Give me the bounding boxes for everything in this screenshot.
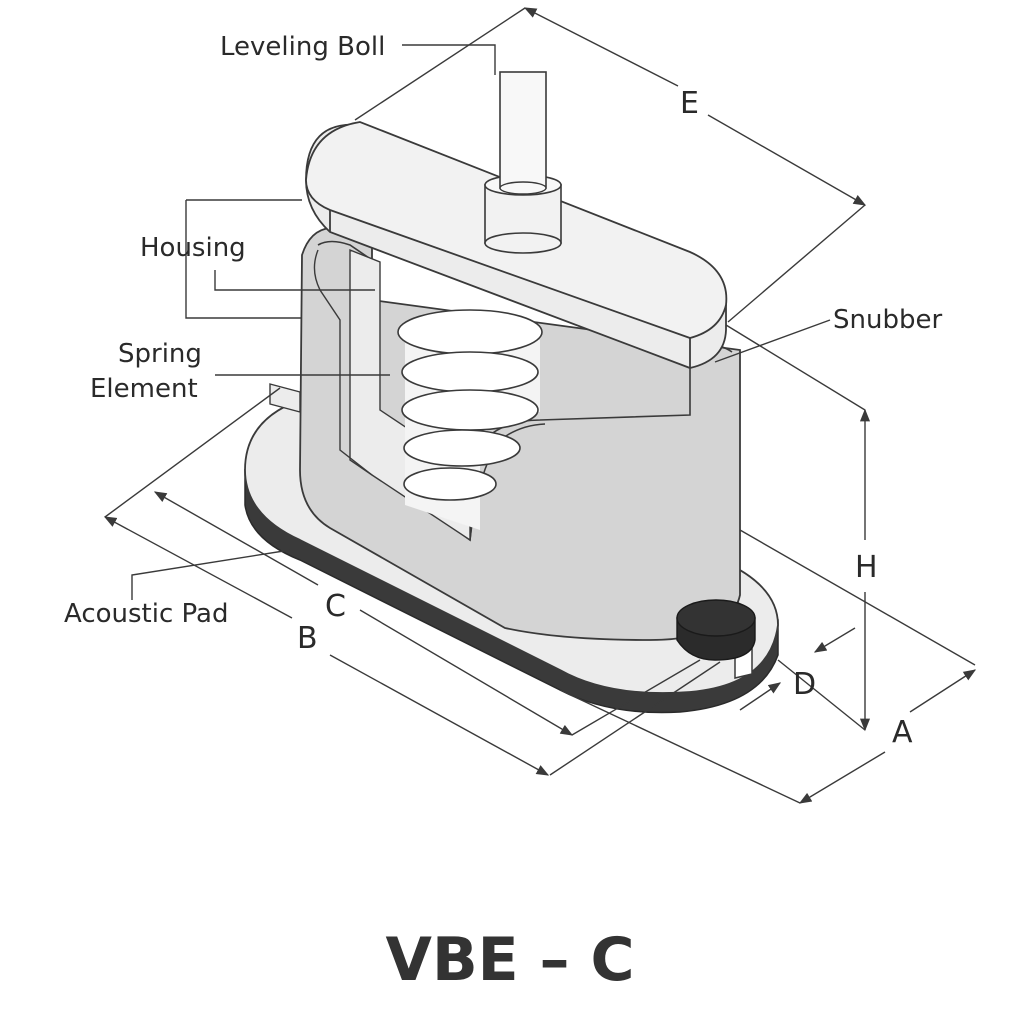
- spring-element: [397, 309, 543, 530]
- dimension-lines: [103, 7, 977, 804]
- spring-label-line1: Spring: [118, 339, 202, 369]
- dimension-d: D: [793, 667, 816, 702]
- dimension-c: C: [325, 589, 346, 624]
- spring-label-line2: Element: [90, 374, 198, 404]
- snubber-label: Snubber: [833, 305, 942, 335]
- dimension-b: B: [297, 621, 318, 656]
- housing-label: Housing: [140, 233, 246, 263]
- leveling-bolt: [484, 71, 562, 254]
- acoustic-pad-label: Acoustic Pad: [64, 599, 228, 629]
- dimension-e: E: [680, 86, 699, 121]
- dimension-a: A: [892, 715, 913, 750]
- dimension-h: H: [855, 550, 878, 585]
- leader-lines: [131, 44, 831, 600]
- leveling-bolt-label: Leveling Boll: [220, 32, 385, 62]
- snubber: [676, 599, 756, 661]
- model-title: VBE – C: [386, 925, 635, 995]
